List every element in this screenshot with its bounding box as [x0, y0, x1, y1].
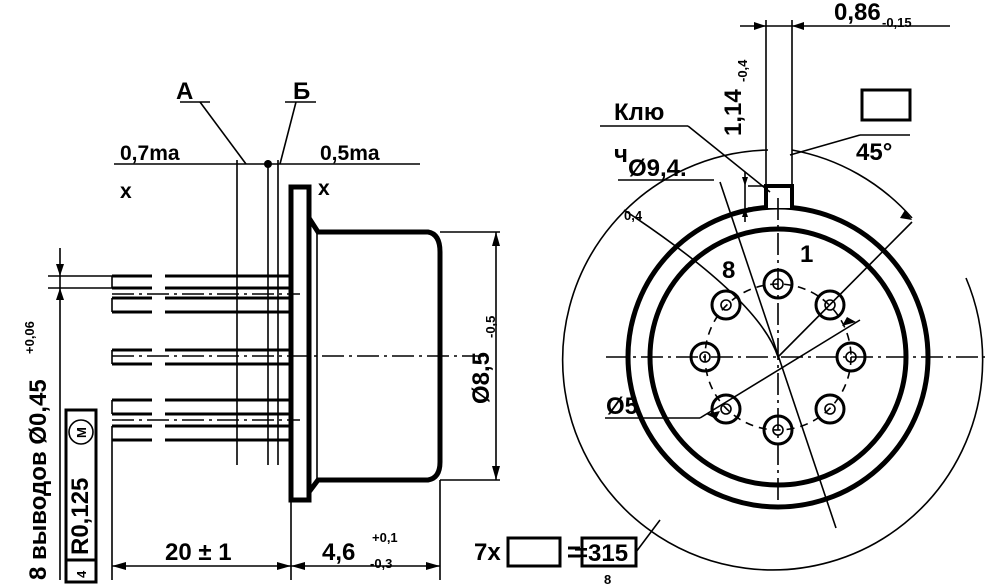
pin — [835, 341, 867, 373]
pin — [689, 341, 721, 373]
modifier-circle — [68, 419, 94, 445]
key-width-tol: -0,15 — [882, 15, 912, 30]
datum-label-a: А — [176, 78, 193, 105]
diameter-body-tol: -0,5 — [483, 316, 498, 338]
diameter-flange: Ø9,4. — [628, 155, 687, 182]
tolerance-left: 0,7ma — [120, 142, 180, 165]
key-notch — [764, 184, 794, 208]
pin — [814, 289, 846, 321]
pitch-circle — [704, 283, 852, 431]
pin-1-label: 1 — [800, 241, 813, 268]
pin — [762, 268, 794, 300]
flange-outline — [288, 184, 312, 503]
mark-x-right: x — [318, 177, 330, 200]
leads-diameter-tol: +0,06 — [22, 321, 37, 354]
key-height: 1,14 — [720, 89, 747, 136]
lead-tolerance-frame — [64, 408, 98, 584]
body-outline — [306, 216, 443, 494]
body-height-tol-upper: +0,1 — [372, 530, 398, 545]
body-height: 4,6 — [322, 539, 355, 566]
pin — [710, 289, 742, 321]
pin-8-label: 8 — [722, 257, 735, 284]
key-label-tail: ч — [614, 141, 628, 168]
diameter-pitch: Ø5 — [606, 393, 638, 420]
lead-length: 20 ± 1 — [165, 539, 232, 566]
pins — [689, 268, 867, 446]
body-height-tol-lower: -0,3 — [370, 556, 392, 571]
bottom-mark: 8 — [604, 572, 611, 586]
diameter-body: Ø8,5 — [468, 352, 495, 404]
angle-315-arc — [561, 149, 984, 571]
tolerance-right: 0,5ma — [320, 142, 380, 165]
pin — [814, 393, 846, 425]
side-view: А Б 0,7ma 0,5ma x x Ø8,5 -0,5 8 выводов … — [22, 78, 500, 584]
lead-radius-mod: M — [74, 427, 89, 438]
key-label: Клю — [614, 99, 664, 126]
angle-count: 7x — [474, 539, 501, 566]
lead-radius: R0,125 — [67, 478, 94, 555]
front-view: 1 8 Ø9,4. 0,4 Клю ч 1,14 -0,4 0,86 -0,15 — [474, 0, 985, 586]
pin — [762, 414, 794, 446]
angle-frame — [860, 88, 912, 122]
datum-label-b: Б — [293, 78, 310, 105]
leads-diameter: 8 выводов Ø0,45 — [25, 379, 52, 580]
angle-45: 45° — [856, 139, 892, 166]
key-width: 0,86 — [834, 0, 881, 26]
angle-value: =315 — [574, 540, 628, 567]
mark-x-left: x — [120, 180, 132, 203]
pin — [710, 393, 742, 425]
lead-frame-mark: 4 — [74, 570, 89, 578]
key-height-tol: -0,4 — [735, 59, 750, 82]
leads — [111, 274, 291, 442]
